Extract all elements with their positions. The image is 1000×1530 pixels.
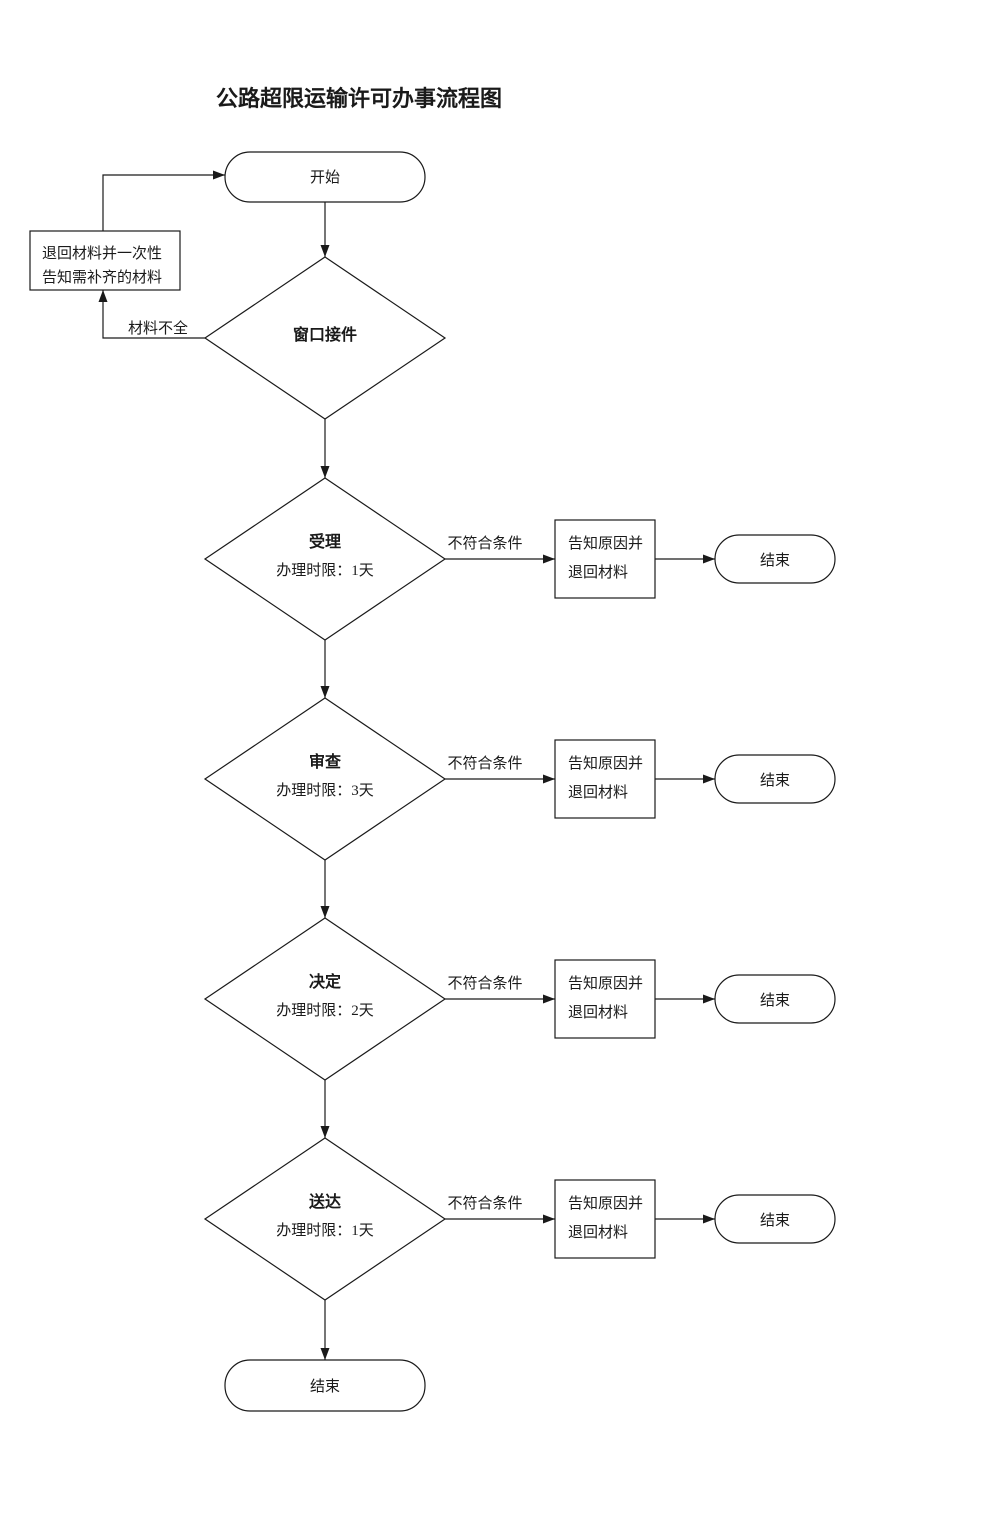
step2-notify-line2: 退回材料 <box>568 784 628 801</box>
step1-not-qualified-label: 不符合条件 <box>447 535 522 552</box>
return-materials-box <box>29 230 181 291</box>
page-title: 公路超限运输许可办事流程图 <box>216 86 502 111</box>
step4-limit: 办理时限：1天 <box>276 1222 374 1239</box>
step3-notify-line2: 退回材料 <box>568 1004 628 1021</box>
step4-decision-diamond <box>203 1137 447 1301</box>
step1-end-node <box>714 534 836 584</box>
step4-end-node <box>714 1194 836 1244</box>
final-end-node <box>224 1359 426 1412</box>
step3-notify-line1: 告知原因并 <box>568 975 643 992</box>
step2-name: 审查 <box>309 752 341 771</box>
step2-end-node <box>714 754 836 804</box>
step1-decision-diamond <box>203 477 447 641</box>
window-decision-label: 窗口接件 <box>293 325 357 344</box>
step1-limit: 办理时限：1天 <box>276 562 374 579</box>
step3-end-label: 结束 <box>760 992 790 1009</box>
step2-notify-line1: 告知原因并 <box>568 755 643 772</box>
step3-decision-diamond <box>203 917 447 1081</box>
step4-end-label: 结束 <box>760 1212 790 1229</box>
edge-return-box-to-start <box>102 170 225 231</box>
step3-name: 决定 <box>309 972 341 991</box>
final-end-label: 结束 <box>310 1378 340 1395</box>
step1-notify-line1: 告知原因并 <box>568 535 643 552</box>
step2-end-label: 结束 <box>760 772 790 789</box>
step-row-3: 决定 办理时限：2天 不符合条件 告知原因并 退回材料 结束 <box>203 917 836 1081</box>
step-row-1: 受理 办理时限：1天 不符合条件 告知原因并 退回材料 结束 <box>203 477 836 641</box>
edge-window-to-return-box <box>98 290 205 339</box>
step-row-4: 送达 办理时限：1天 不符合条件 告知原因并 退回材料 结束 <box>203 1137 836 1301</box>
step4-name: 送达 <box>308 1192 341 1211</box>
step4-not-qualified-label: 不符合条件 <box>447 1195 522 1212</box>
step1-notify-box <box>554 519 656 599</box>
step1-end-label: 结束 <box>760 552 790 569</box>
return-materials-line1: 退回材料并一次性 <box>42 245 162 262</box>
step2-limit: 办理时限：3天 <box>276 782 374 799</box>
step1-name: 受理 <box>309 532 341 551</box>
step2-notify-box <box>554 739 656 819</box>
step4-notify-line2: 退回材料 <box>568 1224 628 1241</box>
step3-notify-box <box>554 959 656 1039</box>
start-node-label: 开始 <box>310 169 340 186</box>
step4-notify-line1: 告知原因并 <box>568 1195 643 1212</box>
step2-decision-diamond <box>203 697 447 861</box>
step3-not-qualified-label: 不符合条件 <box>447 975 522 992</box>
step1-notify-line2: 退回材料 <box>568 564 628 581</box>
return-materials-line2: 告知需补齐的材料 <box>42 269 162 286</box>
step2-not-qualified-label: 不符合条件 <box>447 755 522 772</box>
edge-label-materials-incomplete: 材料不全 <box>128 319 188 337</box>
step3-end-node <box>714 974 836 1024</box>
step-row-2: 审查 办理时限：3天 不符合条件 告知原因并 退回材料 结束 <box>203 697 836 861</box>
step3-limit: 办理时限：2天 <box>276 1002 374 1019</box>
step4-notify-box <box>554 1179 656 1259</box>
